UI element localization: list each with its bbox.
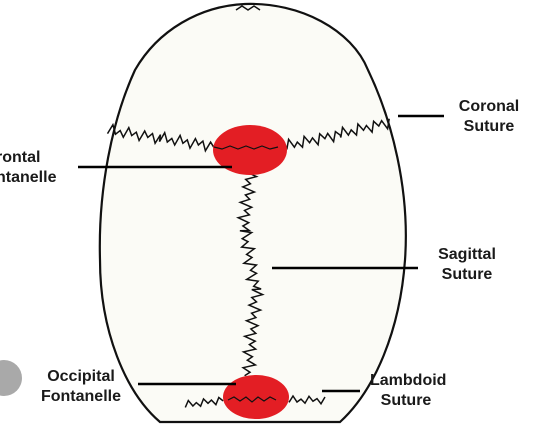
skull-outline bbox=[98, 2, 407, 424]
occipital-label-line1: Occipital bbox=[47, 368, 115, 385]
sagittal-label-line1: Sagittal bbox=[438, 246, 496, 263]
corner-overlay-circle bbox=[0, 360, 22, 396]
lambdoid-suture-label: Lambdoid Suture bbox=[370, 371, 447, 411]
coronal-label-line1: Coronal bbox=[458, 98, 520, 115]
sagittal-suture bbox=[235, 170, 265, 377]
lambdoid-label-line2: Suture bbox=[380, 392, 432, 409]
coronal-suture-label: Coronal Suture bbox=[450, 97, 528, 137]
frontal-fontanelle bbox=[213, 125, 287, 175]
occipital-fontanelle bbox=[223, 375, 289, 419]
occipital-label-line2: Fontanelle bbox=[40, 388, 121, 405]
lambdoid-label-line1: Lambdoid bbox=[370, 372, 447, 389]
lambdoid-suture-right bbox=[288, 394, 326, 406]
lambdoid-suture-left bbox=[184, 396, 224, 408]
occipital-fontanelle-suture bbox=[227, 396, 277, 403]
frontal-fontanelle-label: rontal ntanelle bbox=[0, 148, 56, 188]
occipital-fontanelle-label: Occipital Fontanelle bbox=[28, 367, 134, 407]
sagittal-suture-label: Sagittal Suture bbox=[428, 245, 506, 285]
coronal-label-line2: Suture bbox=[463, 118, 515, 135]
coronal-suture-right bbox=[286, 118, 390, 150]
frontal-label-line2: ntanelle bbox=[0, 169, 57, 186]
frontal-label-line1: rontal bbox=[0, 149, 41, 166]
sagittal-label-line2: Suture bbox=[441, 266, 493, 283]
coronal-suture-left bbox=[106, 122, 215, 153]
frontal-fontanelle-suture bbox=[213, 145, 279, 150]
top-notch bbox=[235, 5, 261, 11]
